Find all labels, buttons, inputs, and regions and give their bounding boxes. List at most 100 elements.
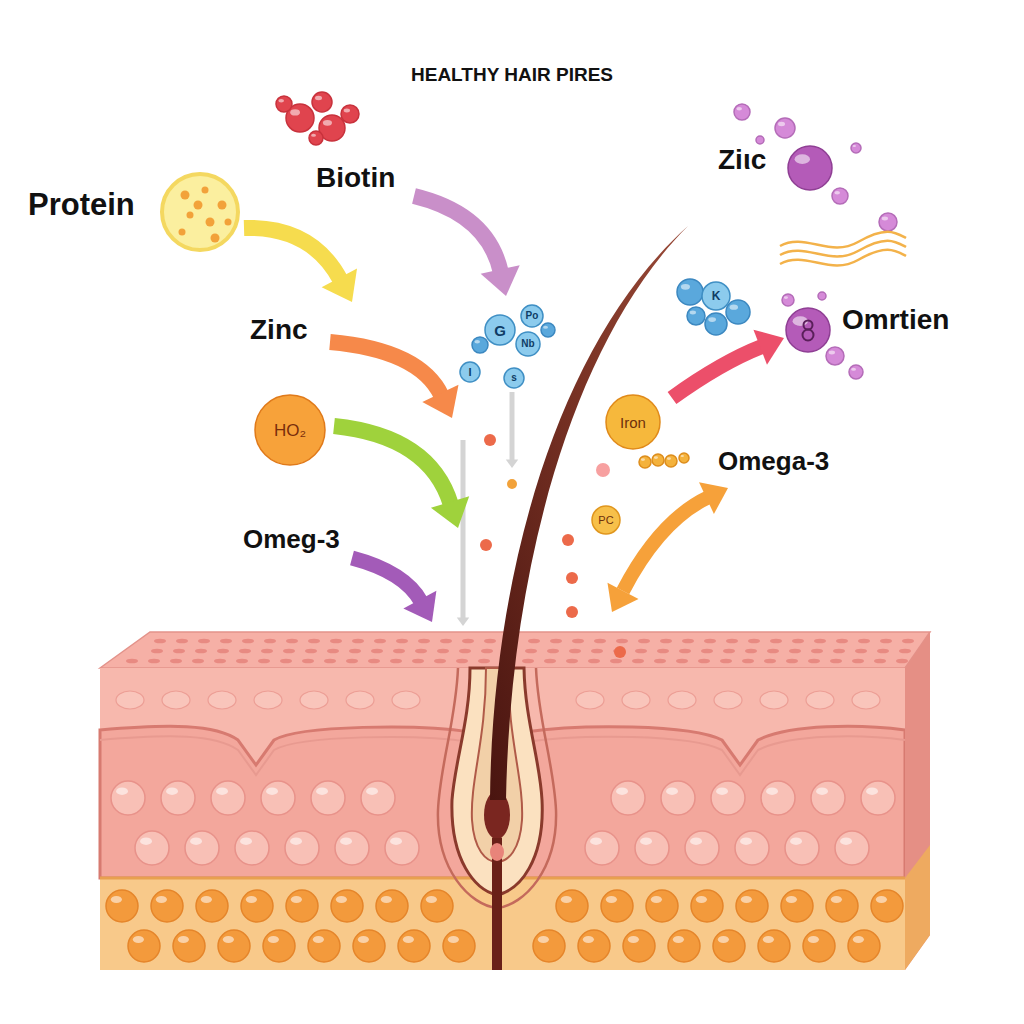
nutrient-particles	[194, 201, 203, 210]
ball-text: PC	[598, 515, 613, 526]
particle-highlight	[851, 368, 856, 371]
nutrient-label: Omeg-3	[243, 525, 340, 555]
skin-texture	[162, 691, 190, 709]
skin-texture	[286, 639, 298, 644]
particle-ball	[705, 313, 727, 335]
skin-texture	[877, 649, 889, 654]
skin-texture	[698, 659, 710, 664]
particle-highlight	[216, 787, 228, 794]
particle-highlight	[853, 145, 857, 147]
particle-ball	[235, 831, 269, 865]
skin-texture	[300, 691, 328, 709]
skin-texture	[720, 659, 732, 664]
nutrient-arrow	[334, 426, 451, 505]
skin-texture	[330, 639, 342, 644]
particle-highlight	[778, 122, 785, 126]
nutrient-particles	[206, 218, 215, 227]
skin-texture	[660, 639, 672, 644]
particle-highlight	[667, 457, 671, 460]
nutrient-arrow	[457, 440, 470, 626]
particle-highlight	[474, 340, 480, 344]
nutrient-particles	[181, 191, 190, 200]
skin-texture	[308, 639, 320, 644]
particle-highlight	[808, 936, 819, 943]
skin-texture	[742, 659, 754, 664]
particle-ball	[691, 890, 723, 922]
particle-ball	[376, 890, 408, 922]
particle-highlight	[840, 837, 852, 844]
particle-highlight	[681, 284, 690, 290]
particle-ball	[151, 890, 183, 922]
nutrient-arrow	[403, 591, 436, 622]
skin-texture	[654, 659, 666, 664]
particle-highlight	[651, 896, 662, 903]
skin-texture	[726, 639, 738, 644]
skin-texture	[899, 649, 911, 654]
particle-highlight	[640, 837, 652, 844]
molecule-ball: Po	[520, 304, 544, 328]
skin-texture	[324, 659, 336, 664]
skin-texture	[806, 691, 834, 709]
skin-texture	[264, 639, 276, 644]
skin-texture	[594, 639, 606, 644]
particle-ball	[286, 890, 318, 922]
skin-texture	[902, 639, 914, 644]
particle-ball	[665, 455, 677, 467]
skin-texture	[478, 659, 490, 664]
particle-ball	[331, 890, 363, 922]
skin-texture	[368, 659, 380, 664]
skin-texture	[440, 639, 452, 644]
nutrient-particles	[596, 463, 610, 477]
nutrient-arrow	[510, 392, 515, 460]
skin-texture	[569, 649, 581, 654]
nutrient-particles	[614, 646, 626, 658]
skin-texture	[745, 649, 757, 654]
particle-highlight	[736, 107, 742, 111]
particle-highlight	[366, 787, 378, 794]
skin-texture	[852, 659, 864, 664]
nutrient-label: Biotin	[316, 162, 395, 194]
particle-ball	[668, 930, 700, 962]
ball-text: Nb	[521, 339, 534, 349]
skin-texture	[588, 659, 600, 664]
nutrient-arrow	[753, 330, 784, 365]
skin-texture	[346, 659, 358, 664]
skin-texture	[814, 639, 826, 644]
ball-text: Po	[526, 311, 539, 321]
skin-texture	[896, 659, 908, 664]
particle-ball	[871, 890, 903, 922]
particle-ball	[735, 831, 769, 865]
skin-texture	[525, 649, 537, 654]
particle-ball	[443, 930, 475, 962]
particle-ball	[861, 781, 895, 815]
nutrient-label: Omega-3	[718, 447, 829, 477]
particle-highlight	[766, 787, 778, 794]
ball-shape	[592, 506, 620, 534]
ball-text: HO₂	[274, 422, 306, 439]
molecule-ball: K	[701, 281, 731, 311]
skin-texture	[682, 639, 694, 644]
particle-ball	[556, 890, 588, 922]
particle-ball	[851, 143, 861, 153]
particle-highlight	[403, 936, 414, 943]
particle-highlight	[606, 896, 617, 903]
particle-ball	[818, 292, 826, 300]
skin-texture	[714, 691, 742, 709]
particle-highlight	[223, 936, 234, 943]
particle-ball	[785, 831, 819, 865]
nutrient-particles	[803, 330, 814, 341]
ball-text: s	[511, 373, 517, 383]
particle-ball	[135, 831, 169, 865]
particle-ball	[335, 831, 369, 865]
particle-highlight	[708, 317, 716, 322]
particle-ball	[263, 930, 295, 962]
skin-texture	[261, 649, 273, 654]
nutrient-arrow	[330, 342, 442, 396]
nutrient-arrow	[607, 482, 728, 612]
particle-highlight	[829, 350, 835, 354]
particle-highlight	[336, 896, 347, 903]
particle-highlight	[673, 936, 684, 943]
ball-shape	[504, 368, 524, 388]
molecule-ball: s	[503, 367, 525, 389]
nutrient-particles	[179, 229, 186, 236]
